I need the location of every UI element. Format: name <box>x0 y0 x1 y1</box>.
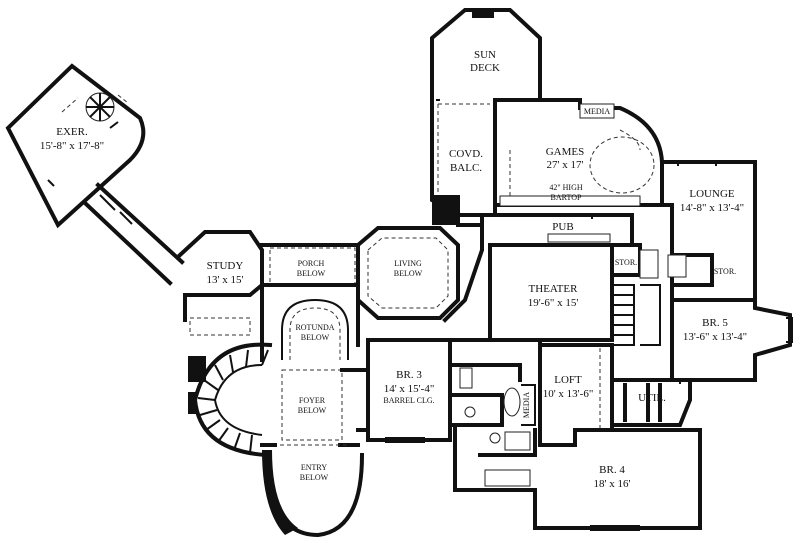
games-dims: 27' x 17' <box>547 159 584 171</box>
sun-deck-line2: DECK <box>470 62 500 74</box>
exer-dims: 15'-8" x 17'-8" <box>40 140 104 152</box>
bedroom-4 <box>533 428 702 531</box>
bartop-line2: BARTOP <box>551 193 582 202</box>
br3-dims: 14' x 15'-4" <box>384 383 435 395</box>
study-dims: 13' x 15' <box>207 274 244 286</box>
bartop-line1: 42" HIGH <box>549 183 582 192</box>
foyer-line2: BELOW <box>298 406 327 415</box>
entry-line2: BELOW <box>300 473 329 482</box>
br5-dims: 13'-6" x 13'-4" <box>683 331 747 343</box>
bath-core <box>448 338 614 492</box>
sun-deck <box>430 8 542 225</box>
rotunda-line2: BELOW <box>301 333 330 342</box>
sun-deck-line1: SUN <box>474 49 496 61</box>
rotunda-line1: ROTUNDA <box>295 323 334 332</box>
living-line1: LIVING <box>394 259 422 268</box>
loft-dims: 10' x 13'-6" <box>543 388 594 400</box>
stor-a-label: STOR. <box>615 258 637 267</box>
br5-name: BR. 5 <box>702 317 728 329</box>
lounge <box>660 160 757 302</box>
br3-note: BARREL CLG. <box>383 396 434 405</box>
covd-balc-line1: COVD. <box>449 148 483 160</box>
entry-below <box>262 444 365 538</box>
media-niche <box>579 103 615 119</box>
window-marks <box>47 99 717 384</box>
util-label: UTIL. <box>638 392 666 404</box>
pub-name: PUB <box>552 221 573 233</box>
storage-units <box>610 243 714 346</box>
exer-name: EXER. <box>56 126 88 138</box>
theater <box>488 243 635 346</box>
study <box>177 230 264 336</box>
media-side-label: MEDIA <box>522 392 531 418</box>
games-name: GAMES <box>546 146 585 158</box>
porch-line1: PORCH <box>298 259 325 268</box>
foyer-line1: FOYER <box>299 396 326 405</box>
br4-name: BR. 4 <box>599 464 625 476</box>
theater-dims: 19'-6" x 15' <box>528 297 579 309</box>
entry-line1: ENTRY <box>301 463 327 472</box>
study-name: STUDY <box>207 260 244 272</box>
util <box>610 378 692 427</box>
br4-dims: 18' x 16' <box>594 478 631 490</box>
bedroom-3 <box>366 338 452 443</box>
connector-bridge <box>82 182 185 286</box>
theater-name: THEATER <box>529 283 579 295</box>
stor-b-label: STOR. <box>714 267 736 276</box>
lounge-dims: 14'-8" x 13'-4" <box>680 202 744 214</box>
br3-name: BR. 3 <box>396 369 422 381</box>
living-line2: BELOW <box>394 269 423 278</box>
porch-line2: BELOW <box>297 269 326 278</box>
grand-stair <box>188 342 273 458</box>
covd-balc-line2: BALC. <box>450 162 482 174</box>
bedroom-5 <box>670 298 793 382</box>
rotunda-below <box>260 283 360 362</box>
loft-name: LOFT <box>554 374 582 386</box>
media-top-label: MEDIA <box>584 107 610 116</box>
exercise-room <box>5 63 146 229</box>
living-below <box>356 213 497 323</box>
lounge-name: LOUNGE <box>689 188 734 200</box>
